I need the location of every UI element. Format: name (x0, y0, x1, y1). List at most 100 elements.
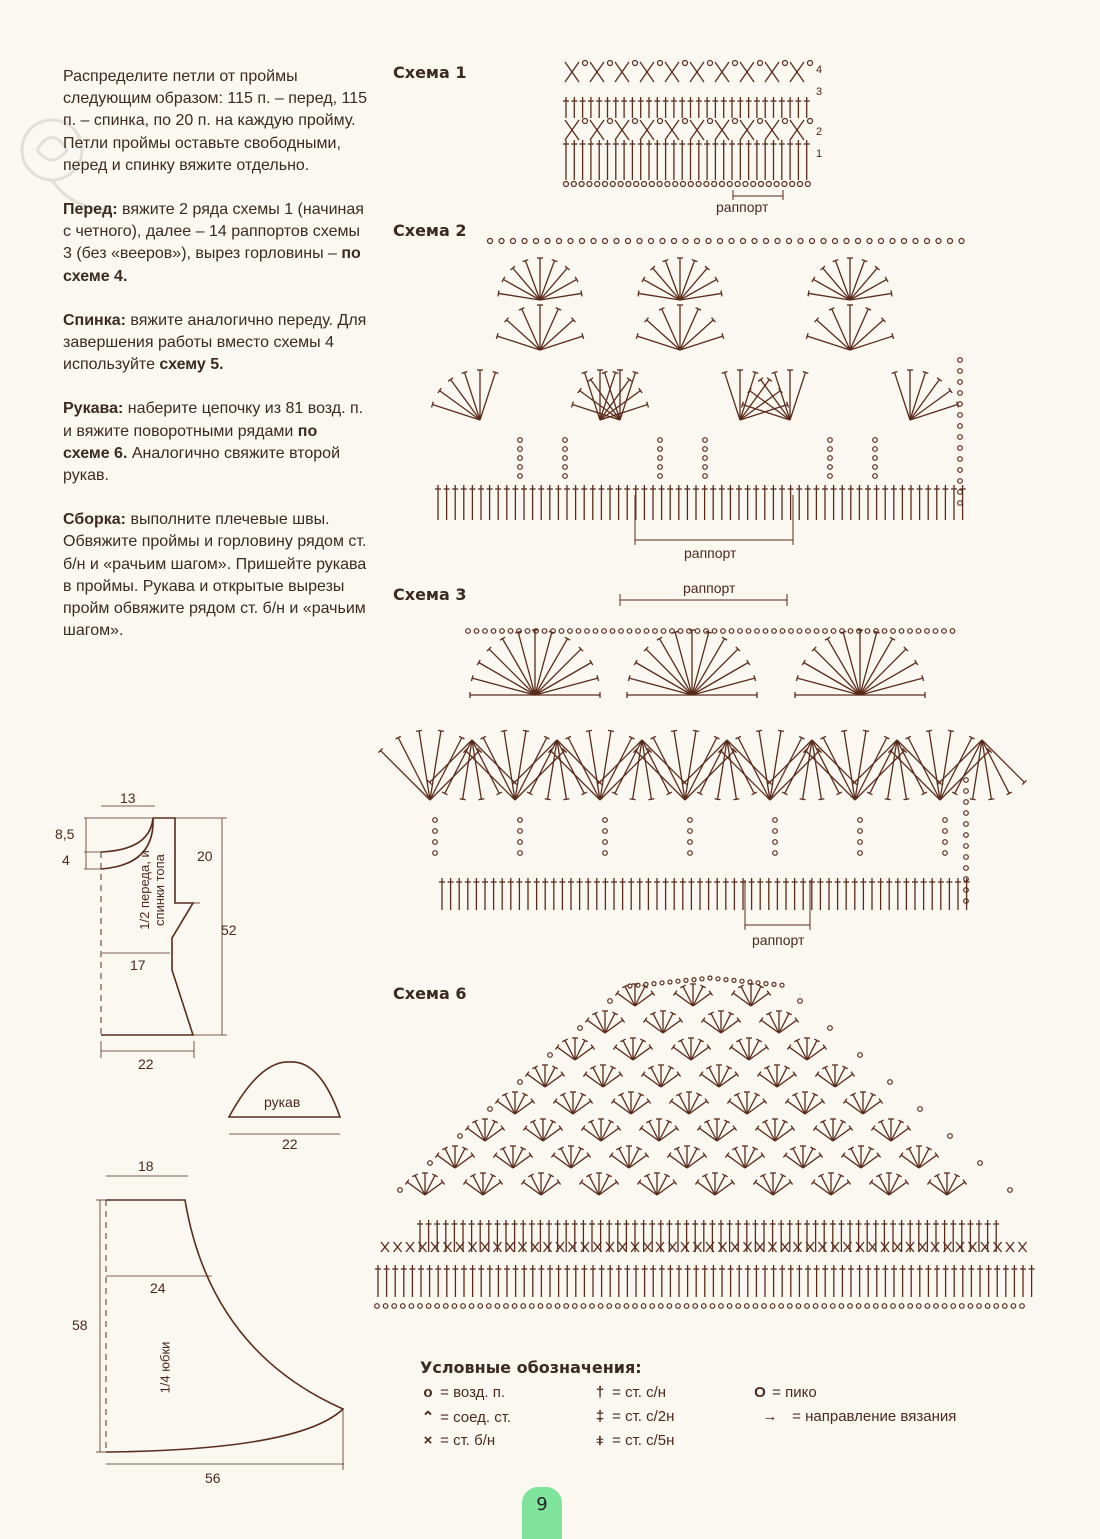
stitch-bar (636, 1179, 642, 1185)
fan-stitch (893, 372, 911, 421)
fan-stitch (691, 632, 710, 696)
fan-stitch (524, 1127, 544, 1142)
fan-stitch (813, 278, 851, 301)
stitch-bar (721, 370, 728, 374)
fan-stitch (640, 1127, 660, 1142)
chain-stitch (607, 998, 613, 1004)
chain-stitch (857, 839, 863, 845)
stitch-bar (891, 370, 898, 374)
chain-stitch (442, 1303, 449, 1309)
fan-stitch (740, 986, 752, 1007)
stitch-bar (589, 659, 594, 666)
fan-stitch (620, 1094, 632, 1115)
chain-stitch (562, 446, 568, 452)
stitch-bar (672, 630, 679, 634)
single-crochet-x (630, 1241, 640, 1253)
chain-stitch (917, 1106, 923, 1112)
stitch-bar (736, 1038, 742, 1043)
picot (781, 59, 789, 67)
chain-stitch (570, 180, 577, 188)
fan-stitch (503, 278, 541, 301)
stitch-bar (870, 1125, 876, 1131)
fan-stitch (542, 1121, 554, 1142)
fan-stitch (644, 1019, 664, 1034)
chain-stitch (517, 839, 523, 845)
chain-stitch (831, 237, 839, 245)
stitch-bar (698, 1071, 704, 1077)
single-crochet-x (455, 1241, 465, 1253)
fan-stitch (534, 638, 569, 696)
fan-stitch (464, 1181, 484, 1196)
stitch-bar (555, 307, 562, 311)
assembly-label: Сборка: (63, 511, 127, 529)
fan-stitch (514, 1100, 534, 1115)
stitch-bar (734, 1092, 740, 1097)
single-crochet-x (692, 1241, 703, 1253)
fan-stitch (466, 1127, 486, 1142)
stitch-bar (706, 1044, 712, 1050)
picot (656, 117, 664, 125)
fan-stitch (650, 1067, 662, 1088)
single-crochet-x (639, 61, 655, 83)
stitch-bar (680, 984, 686, 989)
stitch-bar (596, 675, 600, 682)
picot (731, 59, 739, 67)
chain-stitch (659, 237, 666, 245)
single-crochet-x (614, 119, 630, 141)
chain-stitch (517, 850, 523, 856)
fan-stitch (618, 1148, 630, 1169)
fan-stitch (686, 1148, 698, 1169)
chain-stitch (757, 180, 765, 188)
chain-stitch (915, 628, 922, 634)
fan-stitch (939, 739, 983, 783)
chain-stitch (541, 628, 548, 634)
chain-stitch (734, 180, 741, 188)
chain-stitch (957, 412, 963, 418)
chain-stitch (648, 180, 655, 188)
chain-stitch (636, 237, 643, 245)
fan-stitch (726, 739, 770, 783)
chain-stitch (747, 979, 753, 985)
chain-stitch (647, 237, 655, 245)
fan-stitch (463, 372, 481, 421)
fan-stitch (832, 1127, 852, 1142)
stitch-bar (790, 1146, 796, 1151)
fan-stitch (630, 1094, 642, 1115)
fan-stitch (502, 1148, 514, 1169)
single-crochet-x (967, 1241, 978, 1253)
fan-stitch (896, 739, 940, 783)
stitch-bar (786, 1044, 792, 1050)
chain-stitch (942, 839, 948, 845)
fan-stitch (842, 1154, 862, 1169)
fan-stitch (814, 1127, 834, 1142)
fan-stitch (716, 1127, 736, 1142)
chain-icon: o (423, 1384, 433, 1401)
fan-stitch (634, 986, 646, 1007)
chain-stitch (963, 854, 969, 860)
stitch-bar (782, 1119, 788, 1124)
chain-stitch (635, 628, 641, 634)
fan-stitch (482, 1181, 502, 1196)
stitch-bar (437, 729, 445, 732)
stitch-bar (914, 659, 919, 666)
fan-stitch (634, 992, 654, 1007)
chain-stitch (890, 1303, 896, 1309)
single-crochet-x (764, 61, 780, 83)
chain-stitch (391, 1303, 398, 1309)
stitch-bar (564, 265, 570, 271)
stitch-bar (395, 735, 402, 740)
dim-skirt-hem: 56 (205, 1470, 221, 1486)
stitch-bar (590, 1065, 596, 1070)
stitch-bar (820, 735, 827, 740)
chain-stitch (703, 180, 710, 188)
stitch-bar (802, 747, 809, 754)
stitch-bar (784, 1065, 790, 1070)
chain-stitch (963, 777, 969, 783)
fan-stitch (641, 739, 653, 800)
chain-stitch (786, 1303, 793, 1309)
fan-stitch (612, 1100, 632, 1115)
stitch-bar (648, 1065, 654, 1070)
single-crochet-x (942, 1241, 953, 1253)
assembly-paragraph: Сборка: выполните плечевые швы. Обвяжите… (63, 509, 368, 642)
fan-stitch (432, 403, 481, 421)
